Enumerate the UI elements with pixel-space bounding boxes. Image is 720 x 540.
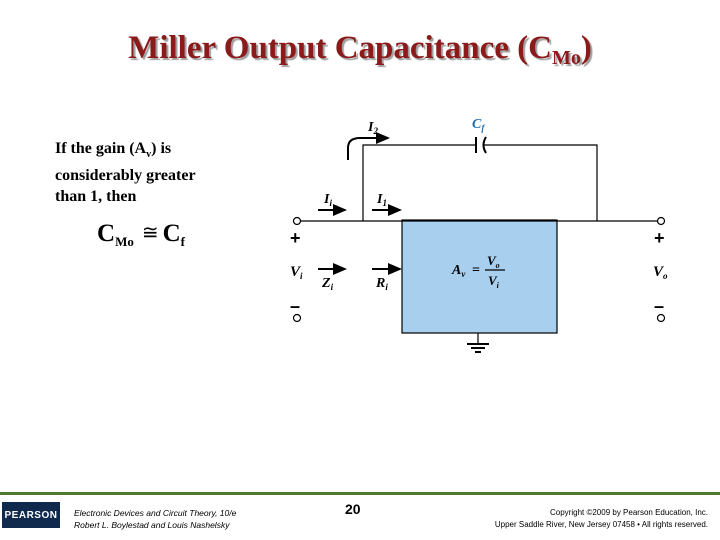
feedback-wire-right — [484, 144, 598, 221]
gain-symbol: Av — [451, 263, 466, 279]
output-terminal-bottom — [656, 313, 666, 323]
i2-label: I2 — [367, 120, 378, 136]
book-citation: Electronic Devices and Circuit Theory, 1… — [74, 508, 237, 530]
output-terminal-top — [656, 216, 666, 226]
plus-left: + — [290, 228, 301, 248]
gain-equals: = — [472, 263, 480, 278]
i2-arrow — [347, 132, 390, 160]
cf-label: Cf — [472, 117, 485, 133]
plus-right: + — [654, 228, 665, 248]
footer-divider — [0, 492, 720, 495]
ri-label: Ri — [375, 276, 388, 292]
vi-label: Vi — [290, 264, 303, 281]
input-terminal-top — [292, 216, 302, 226]
feedback-wire-left — [362, 144, 475, 221]
gain-expression: Av = Vo Vi — [451, 253, 505, 290]
miller-output-formula: CMo≅Cf — [97, 220, 186, 249]
input-terminal-bottom — [292, 313, 302, 323]
copyright-notice: Copyright ©2009 by Pearson Education, In… — [494, 508, 708, 529]
zi-label: Zi — [321, 276, 334, 292]
amplifier-block — [401, 219, 558, 334]
ii-label: Ii — [323, 192, 332, 208]
i1-label: I1 — [376, 192, 387, 208]
page-number: 20 — [345, 501, 361, 517]
gain-condition-text: If the gain (Av) is considerably greater… — [55, 140, 196, 206]
gain-numerator: Vo — [487, 253, 500, 270]
ground-symbol — [467, 333, 489, 353]
vo-label: Vo — [653, 264, 668, 281]
gain-denominator: Vi — [488, 273, 500, 290]
publisher-logo: PEARSON — [2, 502, 60, 528]
minus-left: – — [290, 296, 300, 316]
minus-right: – — [654, 296, 664, 316]
slide-title: Miller Output Capacitance (CMo) — [128, 30, 592, 69]
feedback-capacitor — [475, 136, 487, 154]
